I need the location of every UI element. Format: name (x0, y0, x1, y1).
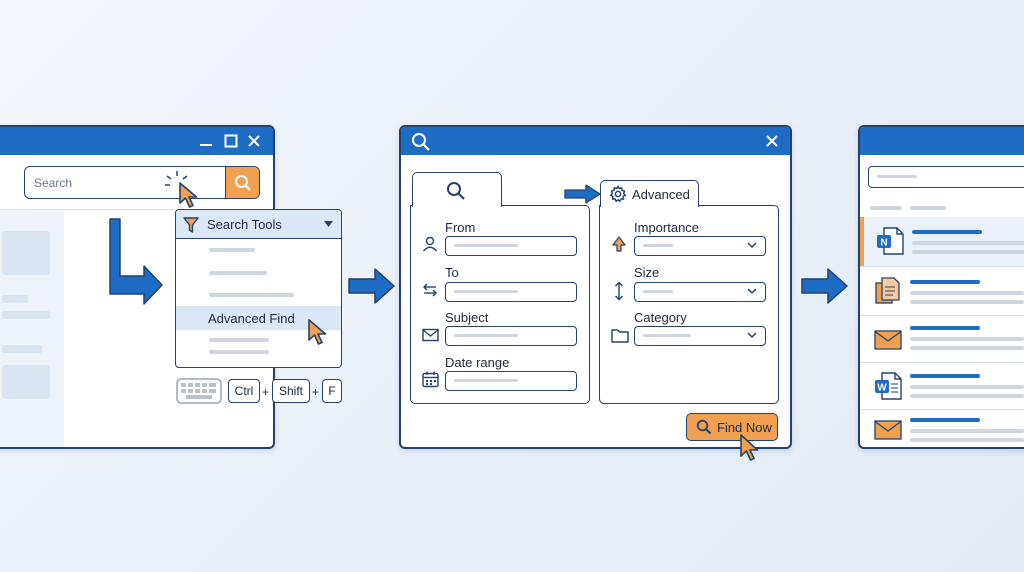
search-input[interactable]: Search (24, 166, 260, 199)
date-range-field[interactable] (445, 371, 577, 391)
importance-select[interactable] (634, 236, 766, 256)
dropdown-title: Search Tools (207, 217, 282, 232)
email-icon (874, 420, 902, 440)
svg-text:W: W (877, 383, 887, 394)
advanced-tab-label: Advanced (632, 187, 690, 202)
result-row[interactable]: W (860, 363, 1024, 409)
result-row[interactable] (860, 316, 1024, 362)
row-divider (860, 409, 1024, 410)
click-sparkle-icon (164, 170, 190, 196)
pointer-arrow-icon (564, 184, 602, 204)
date-range-label: Date range (445, 355, 510, 370)
search-button[interactable] (225, 167, 259, 198)
result-row[interactable] (860, 410, 1024, 444)
caret-down-icon (324, 221, 334, 228)
to-field[interactable] (445, 282, 577, 302)
keyboard-icon (176, 378, 222, 404)
chevron-down-icon (747, 288, 757, 295)
shift-key: Shift (272, 379, 310, 403)
results-window-titlebar (860, 127, 1024, 155)
search-tab[interactable] (412, 172, 502, 207)
row-divider (860, 315, 1024, 316)
column-header (870, 206, 902, 210)
svg-text:N: N (880, 238, 887, 249)
envelope-icon (422, 328, 439, 342)
onenote-file-icon: N (876, 227, 904, 255)
chevron-down-icon (747, 242, 757, 249)
plus-sign: + (312, 385, 320, 399)
folder-icon (611, 328, 629, 343)
gear-icon (609, 185, 627, 203)
close-icon[interactable] (765, 134, 779, 148)
size-select[interactable] (634, 282, 766, 302)
subject-label: Subject (445, 310, 489, 325)
find-now-label: Find Now (717, 420, 772, 435)
funnel-icon (182, 216, 200, 234)
row-divider (860, 362, 1024, 363)
ctrl-key: Ctrl (228, 379, 260, 403)
from-label: From (445, 220, 476, 235)
cursor-icon (177, 181, 203, 211)
sidebar-line (2, 311, 50, 319)
search-tools-dropdown: Search Tools Advanced Find (175, 209, 342, 368)
result-row-selected[interactable]: N (860, 217, 1024, 266)
search-icon (696, 419, 712, 435)
search-window-titlebar (0, 127, 273, 155)
minimize-icon[interactable] (199, 134, 213, 148)
vertical-arrows-icon (613, 281, 625, 301)
results-search-input[interactable] (868, 166, 1024, 188)
category-label: Category (634, 310, 687, 325)
sidebar-block (2, 365, 50, 399)
search-icon (411, 132, 431, 152)
importance-arrow-icon (612, 236, 626, 252)
dropdown-item[interactable] (209, 248, 255, 252)
advanced-find-label: Advanced Find (208, 311, 295, 326)
cursor-icon (306, 318, 332, 348)
flow-arrow-icon (104, 216, 166, 306)
advanced-tab[interactable]: Advanced (600, 180, 699, 207)
dropdown-item-advanced-find[interactable]: Advanced Find (176, 306, 341, 330)
sidebar-line (2, 345, 42, 353)
sidebar-line (2, 295, 28, 303)
dropdown-item[interactable] (209, 338, 269, 342)
flow-arrow-icon (800, 267, 850, 305)
importance-label: Importance (634, 220, 700, 235)
cursor-icon (738, 433, 764, 465)
to-label: To (445, 265, 459, 280)
maximize-icon[interactable] (224, 134, 238, 148)
search-icon (234, 174, 252, 192)
advanced-find-titlebar (401, 127, 790, 155)
from-field[interactable] (445, 236, 577, 256)
size-label: Size (634, 265, 660, 280)
dropdown-item[interactable] (209, 350, 269, 354)
result-row[interactable] (860, 267, 1024, 315)
search-placeholder: Search (34, 176, 73, 190)
row-divider (860, 266, 1024, 267)
close-icon[interactable] (247, 134, 261, 148)
documents-icon (875, 277, 903, 305)
dropdown-header[interactable]: Search Tools (176, 210, 341, 239)
chevron-down-icon (747, 332, 757, 339)
divider (0, 209, 273, 210)
plus-sign: + (262, 385, 270, 399)
subject-field[interactable] (445, 326, 577, 346)
sidebar (0, 209, 64, 447)
f-key: F (322, 379, 342, 403)
flow-arrow-icon (347, 267, 397, 305)
search-icon (446, 181, 466, 201)
person-icon (422, 236, 438, 252)
column-header (910, 206, 946, 210)
dropdown-item[interactable] (209, 271, 267, 275)
find-now-button[interactable]: Find Now (686, 413, 778, 441)
email-icon (874, 330, 902, 350)
swap-arrows-icon (422, 282, 438, 298)
calendar-icon (422, 371, 439, 388)
sidebar-block (2, 231, 50, 275)
category-select[interactable] (634, 326, 766, 346)
dropdown-item[interactable] (209, 293, 294, 297)
word-file-icon: W (874, 372, 902, 400)
